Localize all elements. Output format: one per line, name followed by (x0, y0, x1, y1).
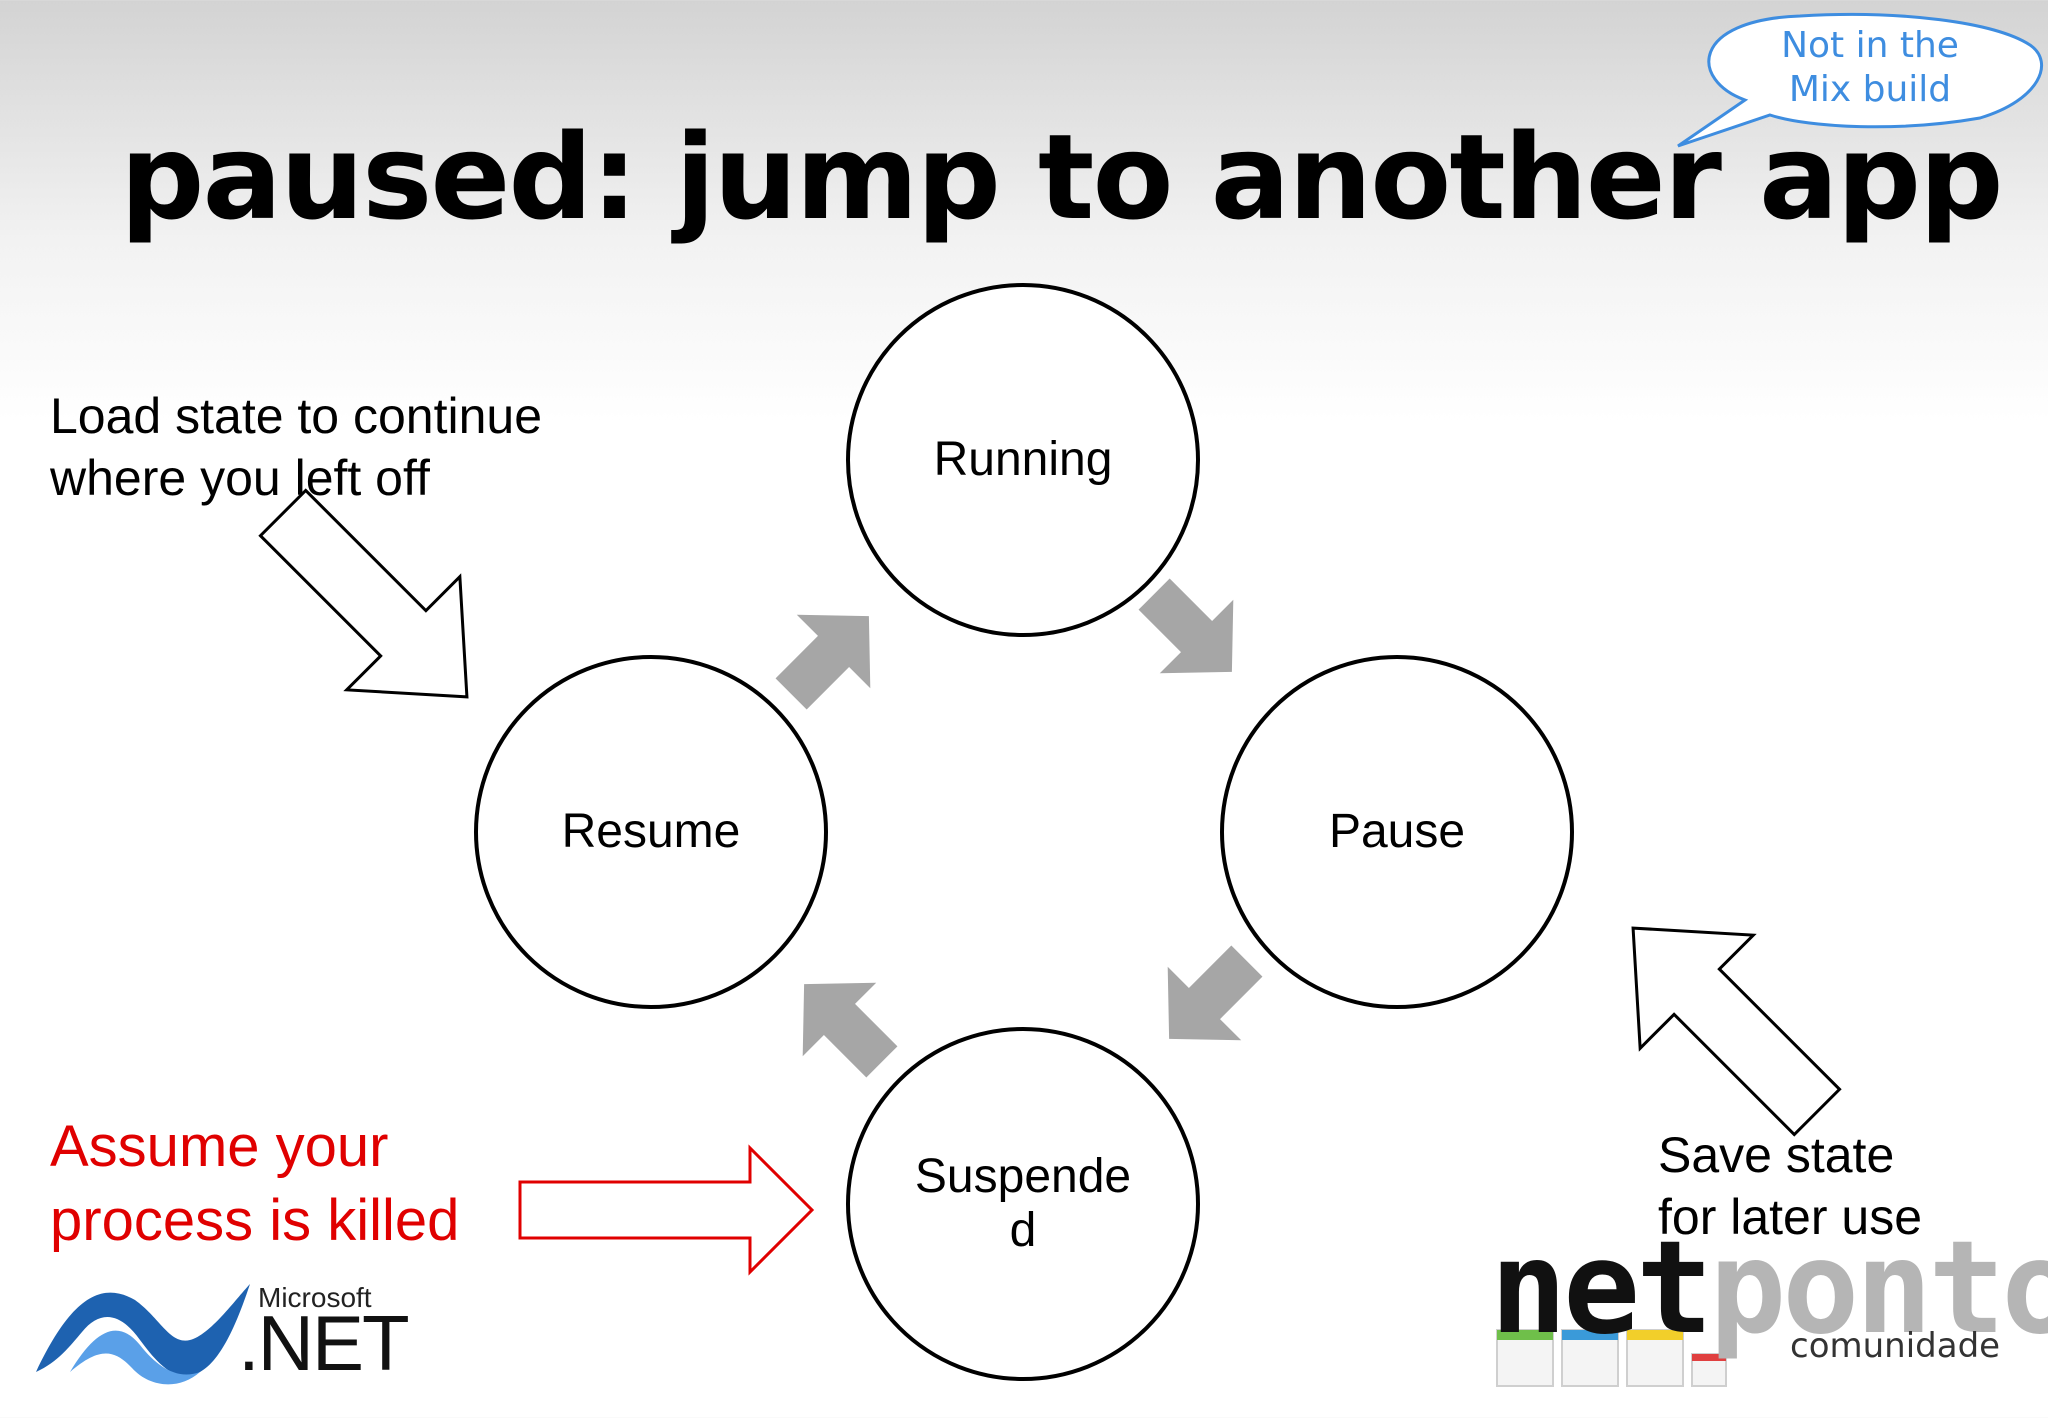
state-circle-suspended (846, 1027, 1200, 1381)
netponto-logo-dark: net (1490, 1214, 1713, 1363)
microsoft-logo-text: Microsoft (258, 1282, 372, 1313)
netponto-squares-icon (1496, 1329, 1727, 1387)
load-state-line-1: Load state to continue (50, 388, 543, 444)
load-state-note: Load state to continue where you left of… (50, 385, 542, 509)
cycle-arrow-suspended-to-resume (802, 982, 898, 1078)
callout-line-1: Not in the (1781, 25, 1959, 66)
save-state-arrow-icon (1631, 926, 1842, 1137)
assume-killed-line-2: process is killed (50, 1188, 460, 1253)
state-label-resume: Resume (561, 805, 741, 858)
dotnet-logo-text: .NET (238, 1299, 410, 1387)
netponto-logo-light: ponto (1709, 1214, 2048, 1363)
slide-title: paused: jump to another app (120, 108, 2004, 246)
netponto-subtitle: comunidade (1790, 1326, 2001, 1366)
assume-killed-note: Assume your process is killed (50, 1110, 459, 1258)
save-state-line-2: for later use (1658, 1189, 1923, 1245)
assume-killed-line-1: Assume your (50, 1114, 389, 1179)
netponto-logo: netponto (1490, 1225, 2048, 1353)
cycle-arrow-pause-to-suspended (1167, 945, 1263, 1041)
load-state-arrow-icon (258, 488, 469, 699)
state-label-running: Running (933, 433, 1113, 486)
callout-line-2: Mix build (1788, 69, 1952, 110)
state-label-suspended-line-1: Suspende (914, 1150, 1132, 1203)
killed-arrow-icon (518, 1144, 815, 1276)
load-state-line-2: where you left off (50, 450, 430, 506)
callout-bubble-icon (1677, 12, 2043, 148)
state-circle-pause (1220, 655, 1574, 1009)
state-circle-running (846, 283, 1200, 637)
cycle-arrow-resume-to-running (775, 614, 871, 710)
state-label-suspended-line-2: d (1009, 1204, 1037, 1257)
callout-text: Not in the Mix build (1735, 24, 2005, 112)
state-label-pause: Pause (1328, 805, 1466, 858)
dotnet-wave-logo-icon (36, 1284, 250, 1385)
save-state-line-1: Save state (1658, 1127, 1895, 1183)
save-state-note: Save state for later use (1658, 1124, 1922, 1248)
state-label-suspended: Suspende d (853, 1150, 1193, 1258)
cycle-arrow-running-to-pause (1138, 578, 1234, 674)
state-circle-resume (474, 655, 828, 1009)
